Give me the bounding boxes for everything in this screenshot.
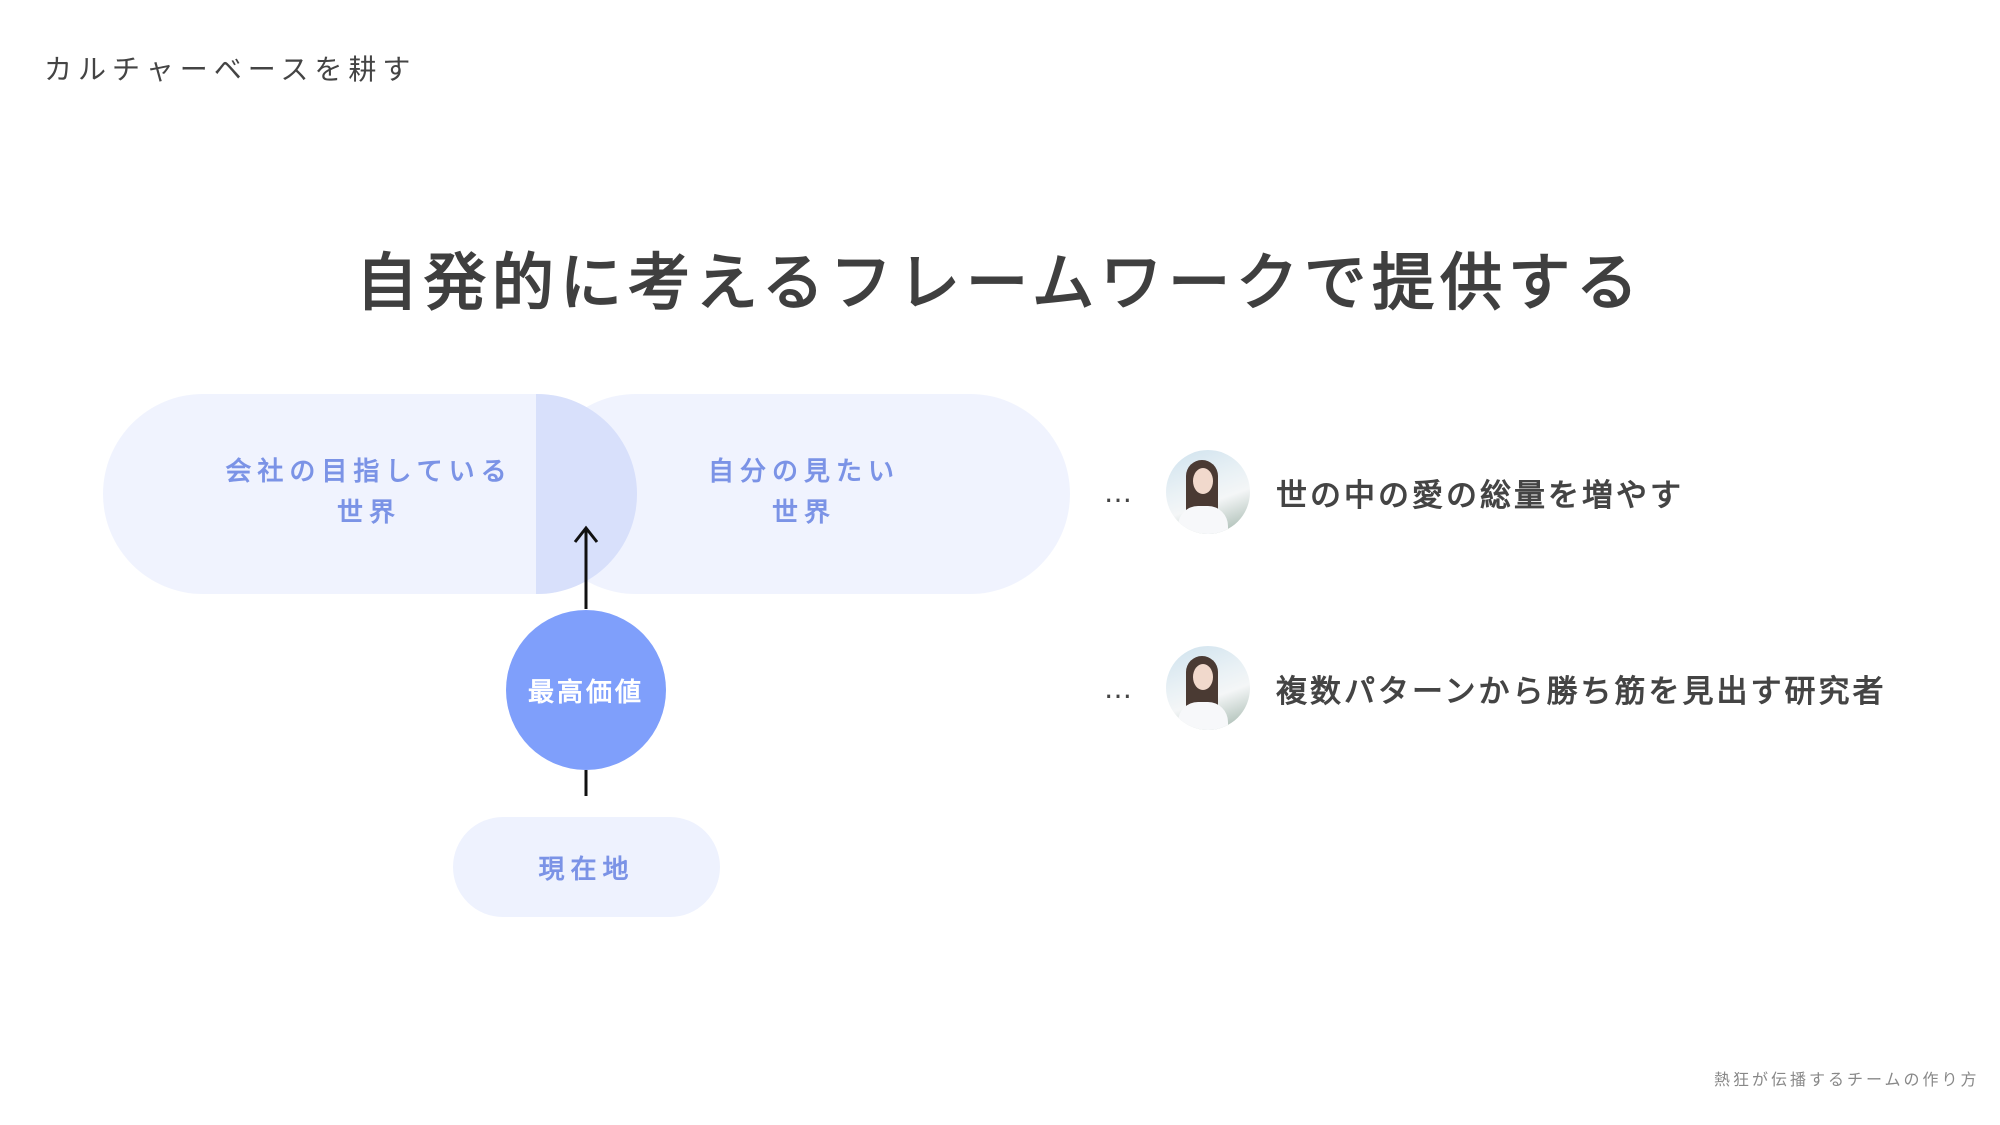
current-position-pill: 現在地 — [453, 817, 720, 917]
self-world-label: 自分の見たい 世界 — [604, 452, 1004, 534]
role-item: … 複数パターンから勝ち筋を見出す研究者 — [1104, 646, 1886, 730]
section-header: カルチャーベースを耕す — [44, 53, 417, 86]
slide-title: 自発的に考えるフレームワークで提供する — [355, 246, 1645, 319]
highest-value-circle: 最高価値 — [506, 610, 666, 770]
company-world-line1: 会社の目指している — [225, 457, 513, 487]
avatar — [1166, 646, 1250, 730]
role-text: 複数パターンから勝ち筋を見出す研究者 — [1276, 673, 1887, 710]
ellipsis: … — [1104, 475, 1132, 509]
arrow-head-icon — [573, 525, 599, 543]
self-world-line1: 自分の見たい — [707, 457, 900, 487]
self-world-line2: 世界 — [771, 498, 836, 528]
company-world-label: 会社の目指している 世界 — [169, 452, 569, 534]
ellipsis: … — [1104, 671, 1132, 705]
role-item: … 世の中の愛の総量を増やす — [1104, 450, 1684, 534]
avatar — [1166, 450, 1250, 534]
footer-deck-title: 熱狂が伝播するチームの作り方 — [1714, 1070, 1980, 1089]
role-text: 世の中の愛の総量を増やす — [1276, 477, 1684, 514]
company-world-line2: 世界 — [336, 498, 401, 528]
